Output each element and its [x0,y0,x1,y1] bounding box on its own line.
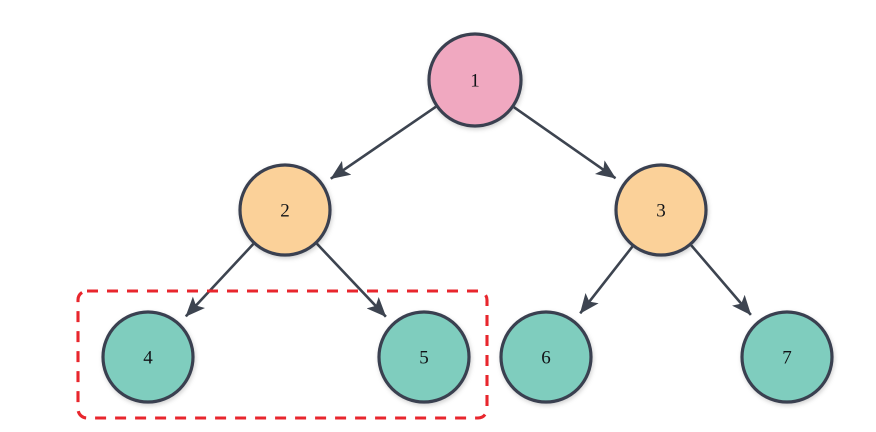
edge-n2-to-n5 [316,242,387,318]
node-shape-1[interactable] [427,32,523,128]
selection-box[interactable] [76,289,489,420]
tree-node-2[interactable]: 2 [238,163,332,257]
edge-n1-to-n3 [513,106,617,180]
node-shape-6[interactable] [499,310,593,404]
tree-node-4[interactable]: 4 [101,310,195,404]
tree-node-6[interactable]: 6 [499,310,593,404]
tree-node-1[interactable]: 1 [427,32,523,128]
tree-node-5[interactable]: 5 [377,310,471,404]
node-shape-5[interactable] [377,310,471,404]
edge-n3-to-n7 [690,244,752,316]
selection-layer [76,289,489,420]
edge-n2-to-n4 [184,243,255,318]
node-shape-4[interactable] [101,310,195,404]
tree-node-7[interactable]: 7 [740,310,834,404]
tree-node-3[interactable]: 3 [614,163,708,257]
edge-n1-to-n2 [330,105,437,180]
node-shape-2[interactable] [238,163,332,257]
edge-n3-to-n6 [579,245,634,315]
edges-layer [184,105,752,318]
node-shape-7[interactable] [740,310,834,404]
node-shape-3[interactable] [614,163,708,257]
